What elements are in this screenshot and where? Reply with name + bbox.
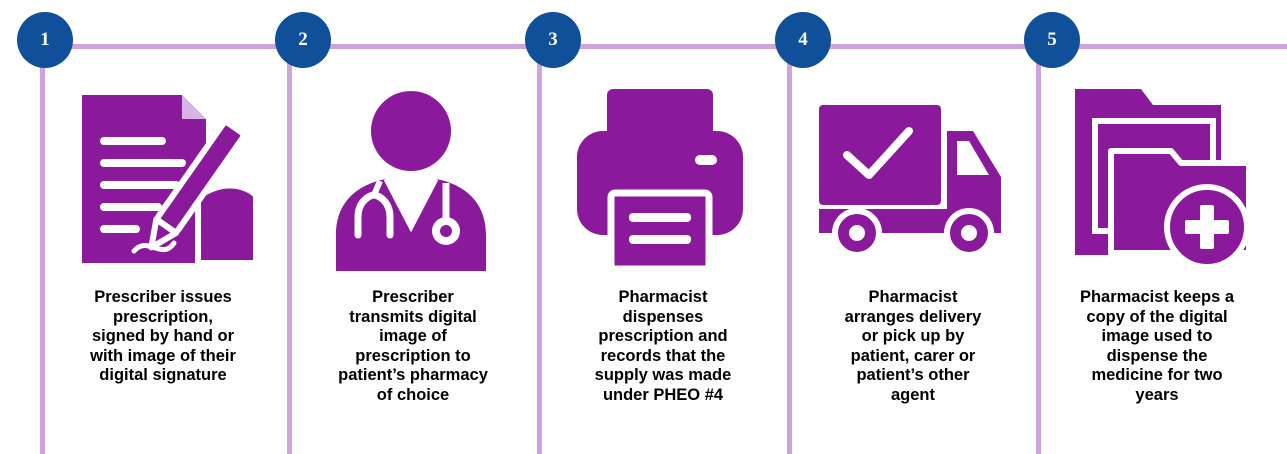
top-connector-line — [40, 44, 1287, 49]
doctor-icon — [336, 91, 486, 271]
step-divider — [40, 44, 45, 454]
step-divider — [287, 44, 292, 454]
folder-add-icon — [1075, 89, 1252, 270]
step-number-badge: 5 — [1024, 12, 1080, 68]
prescription-writing-icon — [82, 95, 256, 266]
step-divider — [1036, 44, 1041, 454]
delivery-truck-icon — [819, 105, 1001, 258]
step-number-badge: 1 — [17, 12, 73, 68]
step-number-badge: 2 — [275, 12, 331, 68]
step-number-badge: 3 — [525, 12, 581, 68]
step-divider — [537, 44, 542, 454]
step-divider — [787, 44, 792, 454]
printer-icon — [577, 89, 743, 271]
step-number-badge: 4 — [775, 12, 831, 68]
